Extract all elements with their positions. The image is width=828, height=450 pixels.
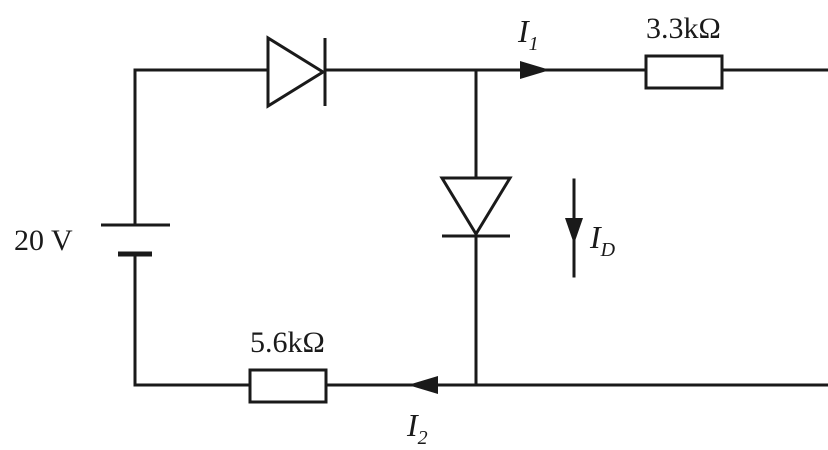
id-arrow: [565, 178, 583, 278]
i2-sub: 2: [418, 427, 428, 449]
resistor-top: [644, 54, 724, 90]
diode-top-triangle: [266, 35, 326, 109]
id-sub: D: [600, 239, 616, 261]
id-main: I: [589, 219, 602, 255]
battery: [101, 223, 170, 257]
diode-top: [266, 35, 327, 109]
id-arrow-head: [565, 218, 583, 244]
i1-label: I1: [517, 13, 539, 55]
wire-left-top: [133, 68, 270, 227]
resistor-bottom: [248, 368, 328, 404]
i1-sub: 1: [529, 33, 539, 55]
id-label: ID: [589, 219, 616, 261]
wire-bottom-left: [133, 252, 252, 387]
i2-arrow: [408, 376, 438, 394]
diode-branch-triangle: [439, 176, 513, 237]
source-label: 20 V: [14, 224, 73, 257]
diode-branch: [439, 176, 513, 238]
i1-main: I: [517, 13, 530, 49]
i2-main: I: [406, 407, 419, 443]
i2-label: I2: [406, 407, 428, 449]
resistor-bottom-label: 5.6kΩ: [250, 326, 325, 359]
i1-arrow: [520, 61, 550, 79]
wires: [133, 68, 828, 387]
resistor-top-label: 3.3kΩ: [646, 12, 721, 45]
